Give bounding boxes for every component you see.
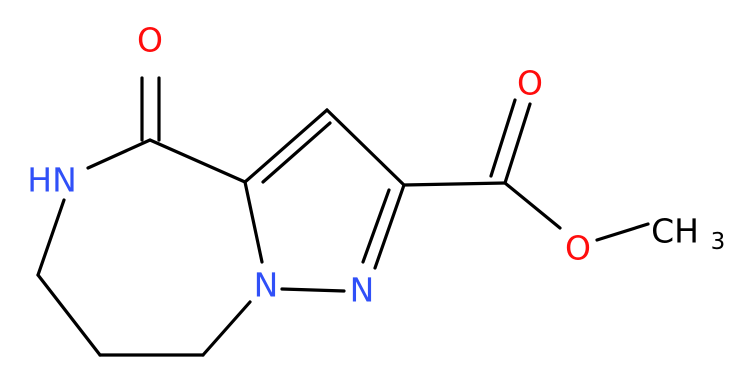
bond-c3a-n1 — [243, 180, 264, 264]
oxygen-carbonyl-label: O — [517, 64, 543, 103]
bond-c2-cester — [402, 181, 507, 187]
bond-c2-n2 — [373, 183, 406, 270]
bond-cester-oester — [503, 181, 562, 230]
bond-cester-o-2 — [489, 98, 517, 178]
oxygen-ester-label: O — [565, 229, 591, 268]
bond-c3a-c3-inner — [261, 121, 332, 184]
methyl-subscript: 3 — [711, 229, 726, 255]
bond-ch2-ch2-a — [36, 273, 102, 357]
nitrogen-1-label: N — [254, 266, 279, 305]
bond-c3-c2 — [325, 108, 406, 187]
atom-labels: O HN N N O O CH 3 — [27, 21, 725, 310]
bond-n2-n1 — [280, 287, 346, 293]
bond-oester-ch3 — [595, 222, 650, 242]
bond-c2-n2-inner — [361, 188, 391, 264]
nh-label: HN — [27, 161, 77, 200]
bonds — [36, 76, 650, 357]
bond-cester-o-1 — [503, 102, 532, 185]
bond-c-nh — [86, 138, 152, 170]
bond-ch2-n1 — [201, 300, 252, 357]
nitrogen-2-label: N — [350, 271, 375, 310]
bond-nh-ch2 — [36, 198, 66, 277]
methyl-label: CH — [651, 212, 699, 251]
bond-c3a-c3 — [243, 108, 329, 184]
oxygen-ketone-label: O — [137, 21, 163, 60]
bond-c-c3a — [148, 138, 247, 184]
